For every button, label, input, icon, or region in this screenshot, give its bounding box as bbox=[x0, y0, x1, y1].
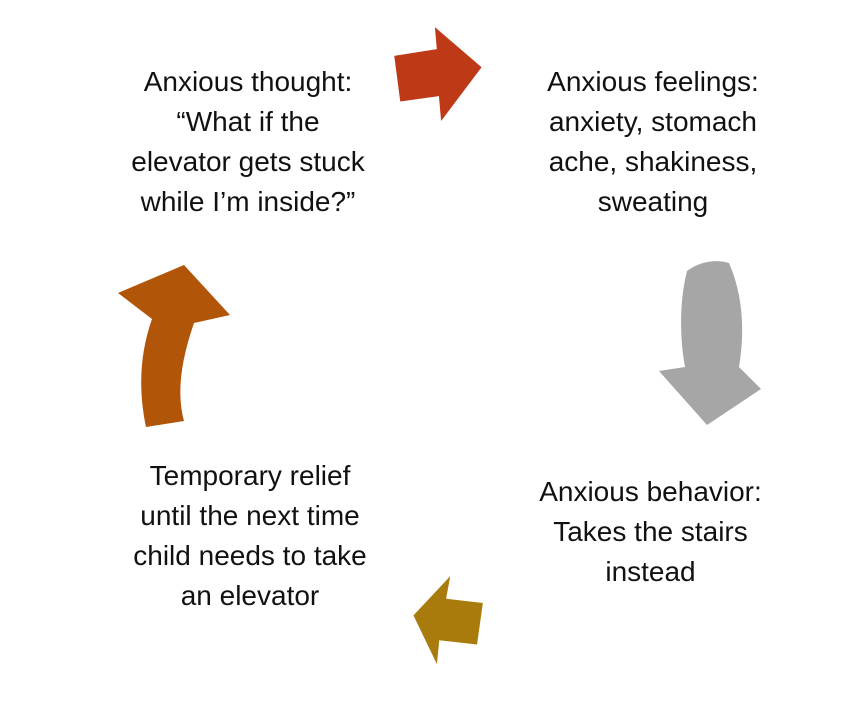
node-anxious-feelings: Anxious feelings: anxiety, stomach ache,… bbox=[547, 66, 759, 217]
node-temporary-relief: Temporary relief until the next time chi… bbox=[133, 460, 367, 611]
arrow-relief-to-thought bbox=[118, 265, 230, 427]
arrow-right-icon bbox=[394, 27, 482, 121]
node-anxious-behavior: Anxious behavior: Takes the stairs inste… bbox=[539, 476, 762, 587]
arrow-behavior-to-relief bbox=[413, 576, 483, 665]
arrow-thought-to-feelings bbox=[394, 27, 482, 121]
node-anxious-thought: Anxious thought: “What if the elevator g… bbox=[131, 66, 365, 217]
arrow-curved-up-icon bbox=[118, 265, 230, 427]
arrow-curved-down-icon bbox=[659, 261, 761, 425]
arrow-left-icon bbox=[413, 576, 483, 665]
arrow-feelings-to-behavior bbox=[659, 261, 761, 425]
